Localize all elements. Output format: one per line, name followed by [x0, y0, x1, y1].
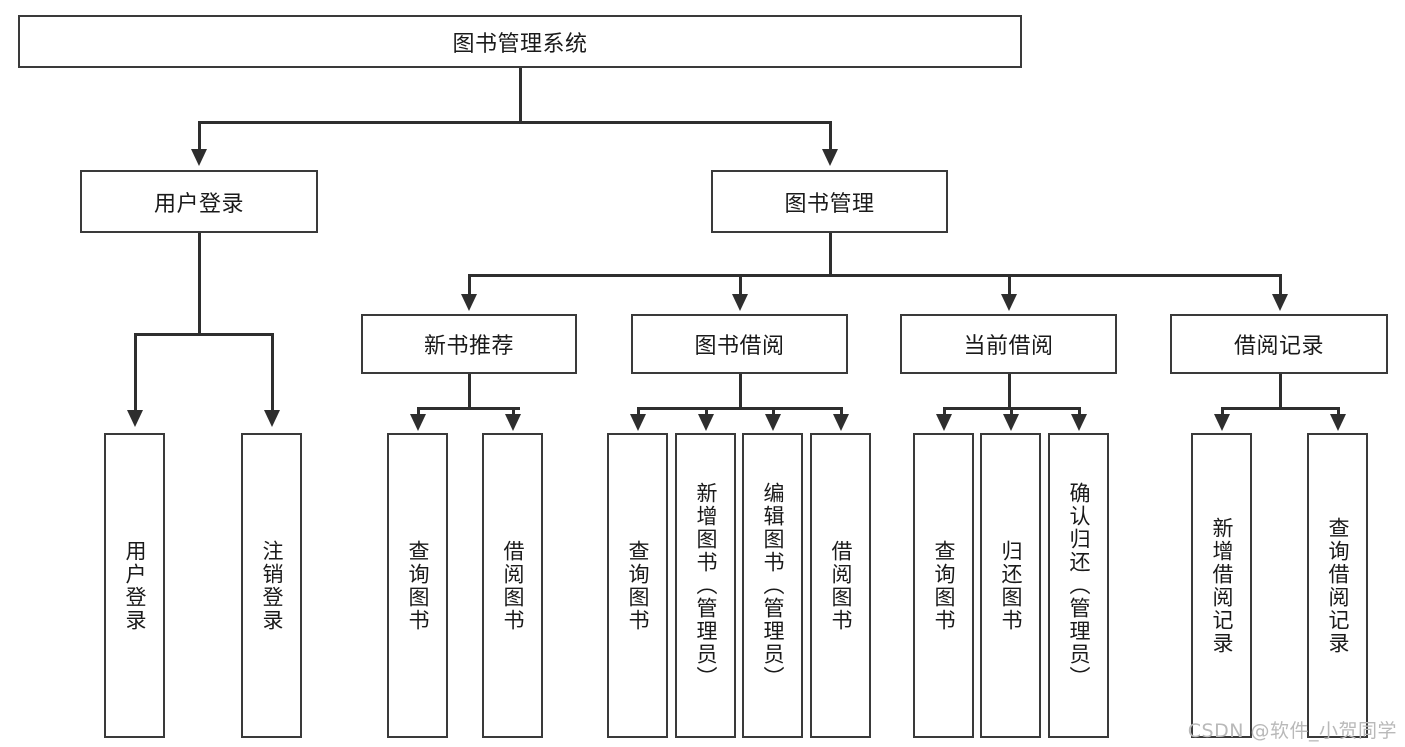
connector-root-to-book-manage — [829, 121, 832, 151]
connector-user-login-drop-1 — [134, 333, 137, 412]
leaf-borrow-book-2[interactable]: 借阅图书 — [810, 433, 871, 738]
connector-bb-bar — [637, 407, 842, 410]
connector-bb-drop-4 — [840, 407, 843, 416]
connector-root-bar — [198, 121, 831, 124]
arrow-bb-leaf-3 — [765, 414, 781, 431]
node-book-manage[interactable]: 图书管理 — [711, 170, 948, 233]
connector-bb-stem — [739, 374, 742, 409]
arrow-root-to-user-login — [191, 149, 207, 166]
arrow-bm-to-borrow-record — [1272, 294, 1288, 311]
connector-cb-drop-3 — [1078, 407, 1081, 416]
leaf-query-record[interactable]: 查询借阅记录 — [1307, 433, 1368, 738]
connector-nbr-drop-1 — [417, 407, 420, 416]
node-label: 借阅图书 — [501, 539, 526, 632]
connector-nbr-bar — [417, 407, 520, 410]
leaf-return-book[interactable]: 归还图书 — [980, 433, 1041, 738]
arrow-bm-to-new-book-rec — [461, 294, 477, 311]
connector-nbr-stem — [468, 374, 471, 409]
connector-cb-drop-2 — [1010, 407, 1013, 416]
connector-book-manage-stem — [829, 233, 832, 275]
arrow-bb-leaf-1 — [630, 414, 646, 431]
leaf-edit-book[interactable]: 编辑图书（管理员） — [742, 433, 803, 738]
connector-user-login-stem — [198, 233, 201, 334]
connector-cb-stem — [1008, 374, 1011, 409]
node-user-login[interactable]: 用户登录 — [80, 170, 318, 233]
arrow-cb-leaf-1 — [936, 414, 952, 431]
connector-user-login-drop-2 — [271, 333, 274, 412]
node-label: 图书借阅 — [694, 334, 785, 359]
node-current-borrow[interactable]: 当前借阅 — [900, 314, 1117, 374]
node-label: 图书管理 — [784, 191, 875, 217]
leaf-query-book-2[interactable]: 查询图书 — [607, 433, 668, 738]
node-label: 注销登录 — [260, 539, 285, 632]
node-label: 用户登录 — [153, 191, 244, 217]
connector-book-manage-bar — [468, 274, 1281, 277]
node-label: 新书推荐 — [423, 334, 514, 359]
leaf-add-record[interactable]: 新增借阅记录 — [1191, 433, 1252, 738]
arrow-root-to-book-manage — [822, 149, 838, 166]
connector-bm-drop-4 — [1279, 274, 1282, 296]
leaf-confirm-return[interactable]: 确认归还（管理员） — [1048, 433, 1109, 738]
connector-root-to-user-login — [198, 121, 201, 151]
arrow-cb-leaf-3 — [1071, 414, 1087, 431]
leaf-query-book-1[interactable]: 查询图书 — [387, 433, 448, 738]
leaf-add-book[interactable]: 新增图书（管理员） — [675, 433, 736, 738]
connector-bm-drop-3 — [1008, 274, 1011, 296]
arrow-cb-leaf-2 — [1003, 414, 1019, 431]
arrow-bm-to-current-borrow — [1001, 294, 1017, 311]
arrow-nbr-leaf-2 — [505, 414, 521, 431]
arrow-user-login-leaf-2 — [264, 410, 280, 427]
node-label: 图书管理系统 — [452, 31, 588, 57]
node-label: 查询图书 — [932, 539, 957, 632]
node-label: 编辑图书（管理员） — [761, 482, 786, 689]
node-label: 新增图书（管理员） — [694, 482, 719, 689]
node-label: 借阅记录 — [1233, 334, 1324, 359]
node-label: 查询借阅记录 — [1326, 516, 1351, 655]
arrow-br-leaf-1 — [1214, 414, 1230, 431]
csdn-watermark: CSDN @软件_小贺同学 — [1187, 720, 1397, 742]
node-root-system[interactable]: 图书管理系统 — [18, 15, 1022, 68]
connector-br-bar — [1221, 407, 1339, 410]
leaf-query-book-3[interactable]: 查询图书 — [913, 433, 974, 738]
connector-bb-drop-1 — [637, 407, 640, 416]
node-book-borrow[interactable]: 图书借阅 — [631, 314, 848, 374]
connector-br-drop-2 — [1337, 407, 1340, 416]
connector-bb-drop-3 — [772, 407, 775, 416]
arrow-nbr-leaf-1 — [410, 414, 426, 431]
arrow-bm-to-book-borrow — [732, 294, 748, 311]
arrow-user-login-leaf-1 — [127, 410, 143, 427]
leaf-borrow-book-1[interactable]: 借阅图书 — [482, 433, 543, 738]
connector-user-login-bar — [134, 333, 273, 336]
connector-br-drop-1 — [1221, 407, 1224, 416]
node-label: 当前借阅 — [963, 334, 1054, 359]
node-label: 确认归还（管理员） — [1067, 482, 1092, 689]
node-label: 新增借阅记录 — [1210, 516, 1235, 655]
leaf-user-login[interactable]: 用户登录 — [104, 433, 165, 738]
connector-cb-drop-1 — [943, 407, 946, 416]
node-label: 用户登录 — [123, 539, 148, 632]
arrow-bb-leaf-4 — [833, 414, 849, 431]
connector-bm-drop-1 — [468, 274, 471, 296]
connector-br-stem — [1279, 374, 1282, 409]
node-label: 查询图书 — [406, 539, 431, 632]
leaf-user-logout[interactable]: 注销登录 — [241, 433, 302, 738]
arrow-bb-leaf-2 — [698, 414, 714, 431]
node-borrow-record[interactable]: 借阅记录 — [1170, 314, 1388, 374]
connector-root-stem — [519, 68, 522, 122]
connector-bb-drop-2 — [705, 407, 708, 416]
connector-nbr-drop-2 — [512, 407, 515, 416]
node-label: 查询图书 — [626, 539, 651, 632]
node-label: 归还图书 — [999, 539, 1024, 632]
arrow-br-leaf-2 — [1330, 414, 1346, 431]
node-new-book-rec[interactable]: 新书推荐 — [361, 314, 577, 374]
node-label: 借阅图书 — [829, 539, 854, 632]
connector-bm-drop-2 — [739, 274, 742, 296]
